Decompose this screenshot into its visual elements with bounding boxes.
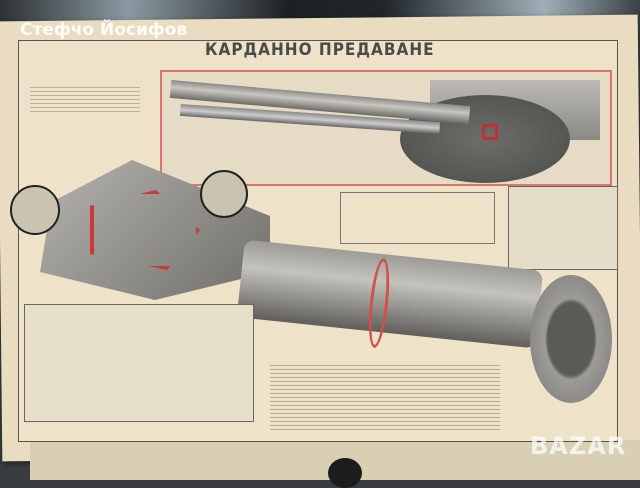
gear-knob <box>328 458 362 488</box>
universal-joint-parts-inset <box>24 304 254 422</box>
parts-legend <box>270 362 500 432</box>
bazar-logo: BAZAR <box>530 432 627 460</box>
poster-title: КАРДАННО ПРЕДАВАНЕ <box>205 40 435 60</box>
shaft-flange <box>530 275 612 403</box>
highlight-marker <box>482 124 498 140</box>
watermark: Стефчо Йосифов <box>20 20 188 40</box>
detail-circle-left <box>10 185 60 235</box>
joint-inset <box>508 186 618 270</box>
detail-circle-right <box>200 170 248 218</box>
spec-table <box>340 192 495 244</box>
intro-text <box>30 84 140 114</box>
